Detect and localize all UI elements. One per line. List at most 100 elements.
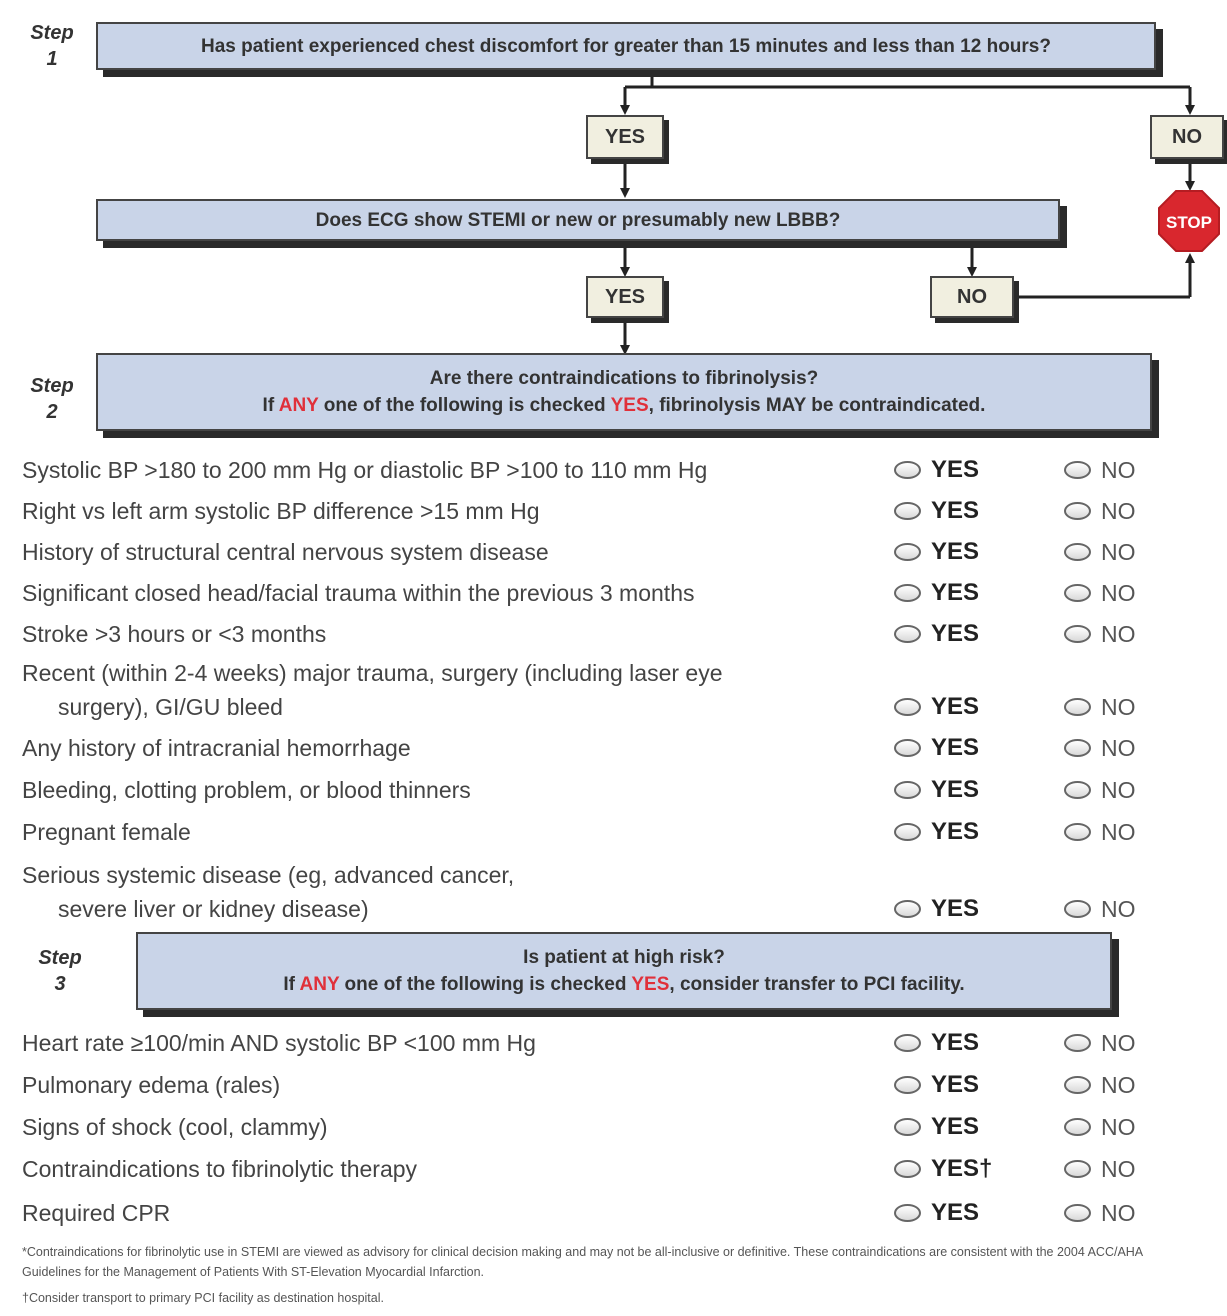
step-2-criterion-no-option[interactable]: NO [1064,535,1136,569]
step-2-criterion-no-radio[interactable] [1064,900,1091,918]
step-3-criterion-no-option[interactable]: NO [1064,1152,1136,1186]
step-2-criterion-yes-radio[interactable] [894,461,921,479]
step-2-criterion-no-radio[interactable] [1064,461,1091,479]
step-3-criterion-yes-radio[interactable] [894,1204,921,1222]
step-3-criterion-no-option[interactable]: NO [1064,1110,1136,1144]
step-2-criterion-yes-radio[interactable] [894,781,921,799]
step-2-criterion-yes-label: YES [931,734,980,761]
step-2-criterion-no-label: NO [1101,579,1136,606]
step-2-criterion-yes-option[interactable]: YES [894,892,979,926]
step-2-criterion-row: Stroke >3 hours or <3 months YES NO [22,617,1212,651]
step-2-criterion-yes-option[interactable]: YES [894,815,979,849]
stop-sign-icon: STOP [1158,190,1220,252]
step-3-criterion-yes-option[interactable]: YES [894,1110,979,1144]
step-3-criterion-no-radio[interactable] [1064,1160,1091,1178]
step-2-criterion-row-label: Recent (within 2-4 weeks) major trauma, … [22,656,882,724]
step-2-any: ANY [278,395,319,416]
step-2-criterion-yes-option[interactable]: YES [894,690,979,724]
step-3-criterion-yes-option[interactable]: YES [894,1196,979,1230]
step-3-criterion-row-label: Heart rate ≥100/min AND systolic BP <100… [22,1026,882,1060]
step-2-criterion-no-option[interactable]: NO [1064,453,1136,487]
step-2-criterion-row-text: Systolic BP >180 to 200 mm Hg or diastol… [22,457,708,483]
step-2-criterion-yes-option[interactable]: YES [894,576,979,610]
step-2-criterion-no-radio[interactable] [1064,625,1091,643]
step-2-criterion-row-text: Serious systemic disease (eg, advanced c… [22,862,515,888]
step-2-criterion-row-label: Systolic BP >180 to 200 mm Hg or diastol… [22,453,882,487]
step-3-yes-word: YES [631,974,670,995]
ecg-question: Does ECG show STEMI or new or presumably… [315,209,841,231]
step-3-criterion-row-label: Contraindications to fibrinolytic therap… [22,1152,882,1186]
step-2-criterion-row-label: Right vs left arm systolic BP difference… [22,494,882,528]
ecg-no-box: NO [930,276,1014,318]
step-3-criterion-no-radio[interactable] [1064,1204,1091,1222]
step-2-criterion-no-option[interactable]: NO [1064,617,1136,651]
step-2-criterion-no-option[interactable]: NO [1064,494,1136,528]
step-3-criterion-no-option[interactable]: NO [1064,1196,1136,1230]
step-2-criterion-row-label: Any history of intracranial hemorrhage [22,731,882,765]
step-3-criterion-no-option[interactable]: NO [1064,1026,1136,1060]
step-2-criterion-yes-radio[interactable] [894,823,921,841]
step-3-criterion-yes-option[interactable]: YES† [894,1152,992,1186]
step-2-criterion-no-radio[interactable] [1064,823,1091,841]
step-2-criterion-no-radio[interactable] [1064,584,1091,602]
step-3-criterion-no-radio[interactable] [1064,1076,1091,1094]
step-2-criterion-yes-radio[interactable] [894,584,921,602]
step-2-criterion-no-label: NO [1101,734,1136,761]
step-2-criterion-no-option[interactable]: NO [1064,690,1136,724]
step-2-criterion-yes-option[interactable]: YES [894,617,979,651]
step-3-criterion-yes-label: YES [931,1199,980,1226]
step-2-criterion-row: Significant closed head/facial trauma wi… [22,576,1212,610]
step-2-criterion-yes-option[interactable]: YES [894,453,979,487]
step-3-criterion-no-radio[interactable] [1064,1034,1091,1052]
step-2-criterion-no-radio[interactable] [1064,502,1091,520]
step-2-criterion-no-option[interactable]: NO [1064,576,1136,610]
step-2-criterion-no-option[interactable]: NO [1064,773,1136,807]
step-2-question: Are there contraindications to fibrinoly… [429,368,819,389]
step-2-criterion-no-radio[interactable] [1064,739,1091,757]
step-2-criterion-yes-radio[interactable] [894,625,921,643]
step-3-criterion-yes-option[interactable]: YES [894,1026,979,1060]
step-2-criterion-row-text-continued: surgery), GI/GU bleed [58,694,283,720]
step-2-criterion-yes-label: YES [931,538,980,565]
step-2-number: 2 [46,401,58,423]
step-1-number: 1 [46,48,58,70]
step-3-number: 3 [54,973,66,995]
step-2-criterion-no-label: NO [1101,693,1136,720]
step-2-criterion-row-label: Stroke >3 hours or <3 months [22,617,882,651]
step-3-criterion-yes-radio[interactable] [894,1076,921,1094]
step-2-instruction: If ANY one of the following is checked Y… [262,395,986,416]
step-2-criterion-yes-option[interactable]: YES [894,494,979,528]
step-2-criterion-yes-radio[interactable] [894,502,921,520]
step-2-criterion-yes-label: YES [931,776,980,803]
step-2-criterion-no-radio[interactable] [1064,781,1091,799]
step-2-criterion-no-label: NO [1101,497,1136,524]
step-2-criterion-no-option[interactable]: NO [1064,892,1136,926]
step-2-criterion-yes-radio[interactable] [894,543,921,561]
step-2-criterion-no-option[interactable]: NO [1064,731,1136,765]
step-2-criterion-row-label: Significant closed head/facial trauma wi… [22,576,882,610]
step-2-criterion-no-radio[interactable] [1064,543,1091,561]
ecg-question-box: Does ECG show STEMI or new or presumably… [96,199,1060,241]
step-3-criterion-yes-radio[interactable] [894,1034,921,1052]
step-2-criterion-yes-option[interactable]: YES [894,535,979,569]
step-2-criterion-yes-option[interactable]: YES [894,731,979,765]
step-2-criterion-no-option[interactable]: NO [1064,815,1136,849]
step-3-criterion-yes-radio[interactable] [894,1160,921,1178]
step-2-criterion-no-label: NO [1101,818,1136,845]
step-2-criterion-yes-radio[interactable] [894,900,921,918]
step-2-criterion-yes-radio[interactable] [894,739,921,757]
step-3-criterion-yes-radio[interactable] [894,1118,921,1136]
step-1-yes-box: YES [586,115,664,159]
step-3-criterion-no-radio[interactable] [1064,1118,1091,1136]
step-2-criterion-row: Right vs left arm systolic BP difference… [22,494,1212,528]
step-2-criterion-row-label: Bleeding, clotting problem, or blood thi… [22,773,882,807]
step-2-criterion-yes-radio[interactable] [894,698,921,716]
step-3-criterion-yes-option[interactable]: YES [894,1068,979,1102]
step-3-criterion-no-option[interactable]: NO [1064,1068,1136,1102]
step-1-word: Step [30,22,74,44]
step-2-criterion-no-radio[interactable] [1064,698,1091,716]
step-2-criterion-yes-option[interactable]: YES [894,773,979,807]
ecg-yes-label: YES [604,285,646,308]
step-2-criterion-row-text: Significant closed head/facial trauma wi… [22,580,695,606]
